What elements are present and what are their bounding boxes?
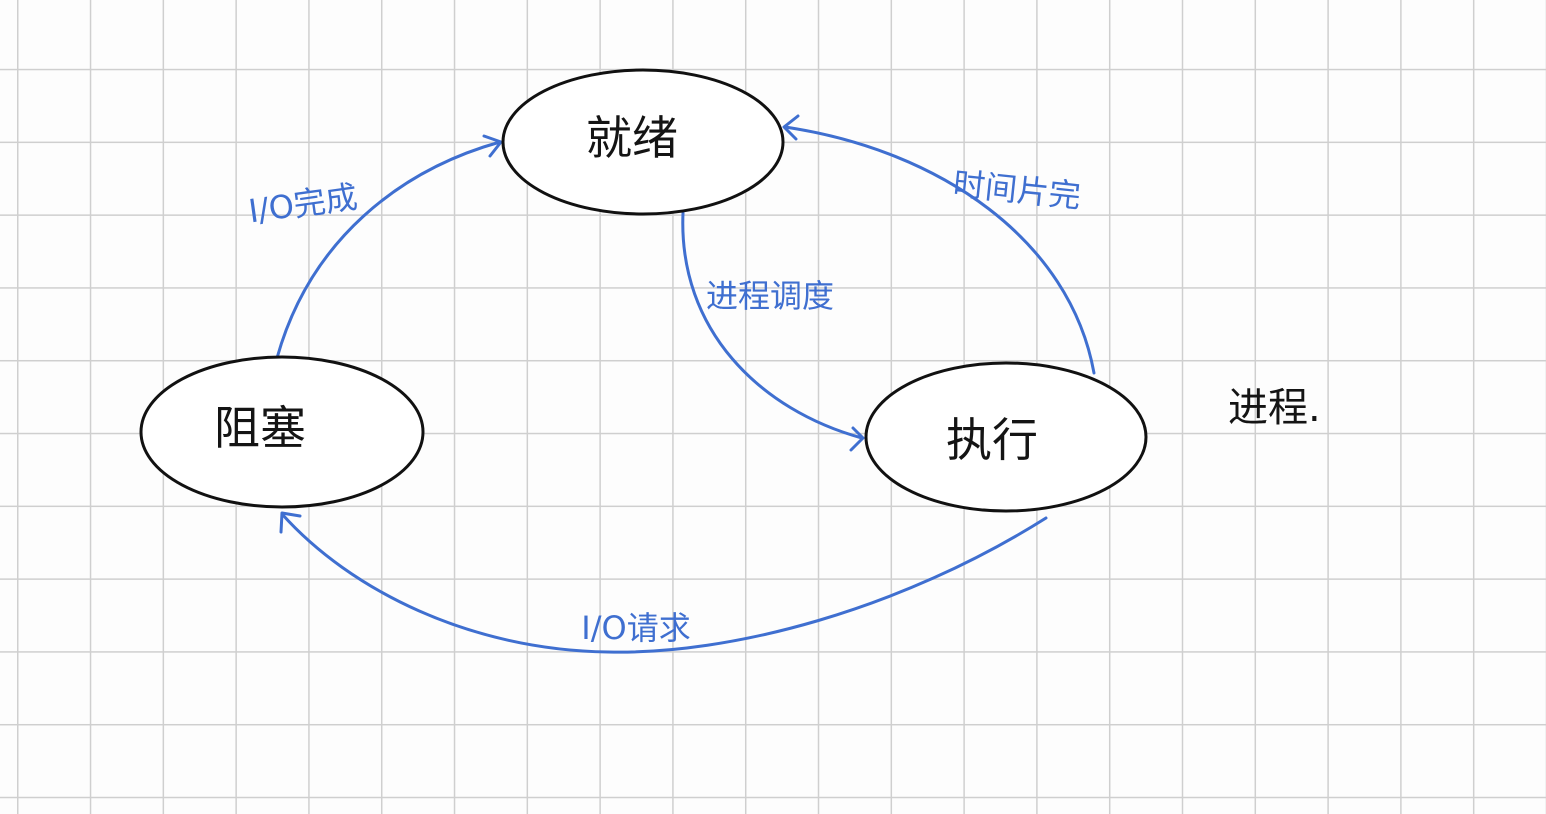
edge-io-complete: I/O完成	[246, 134, 503, 360]
edge-io-request: I/O请求	[279, 511, 1048, 654]
edge-io-request-label: I/O请求	[581, 609, 690, 647]
edge-io-complete-arrowhead	[482, 134, 503, 158]
edge-time-slice-label: 时间片完	[951, 164, 1082, 215]
edge-time-slice-path	[783, 125, 1096, 375]
edge-time-slice: 时间片完	[782, 114, 1096, 375]
edge-io-request-arrowhead	[279, 511, 302, 534]
node-blocked-label: 阻塞	[214, 401, 306, 455]
node-blocked: 阻塞	[139, 355, 425, 509]
edge-schedule-arrowhead	[849, 426, 865, 452]
node-ready-label: 就绪	[586, 111, 678, 165]
node-ready-ellipse	[501, 68, 785, 216]
edge-io-complete-label: I/O完成	[246, 178, 360, 231]
edge-schedule: 进程调度	[681, 211, 865, 452]
node-blocked-ellipse	[139, 355, 425, 509]
edge-schedule-label: 进程调度	[706, 277, 834, 315]
node-running-ellipse	[864, 361, 1148, 513]
node-running: 执行	[864, 361, 1148, 513]
edge-schedule-path	[681, 211, 864, 440]
edge-time-slice-arrowhead	[782, 114, 800, 141]
edge-io-complete-path	[275, 140, 502, 360]
edge-io-request-path	[280, 512, 1048, 654]
node-running-label: 执行	[946, 413, 1038, 467]
node-ready: 就绪	[501, 68, 785, 216]
side-note: 进程.	[1228, 385, 1321, 431]
